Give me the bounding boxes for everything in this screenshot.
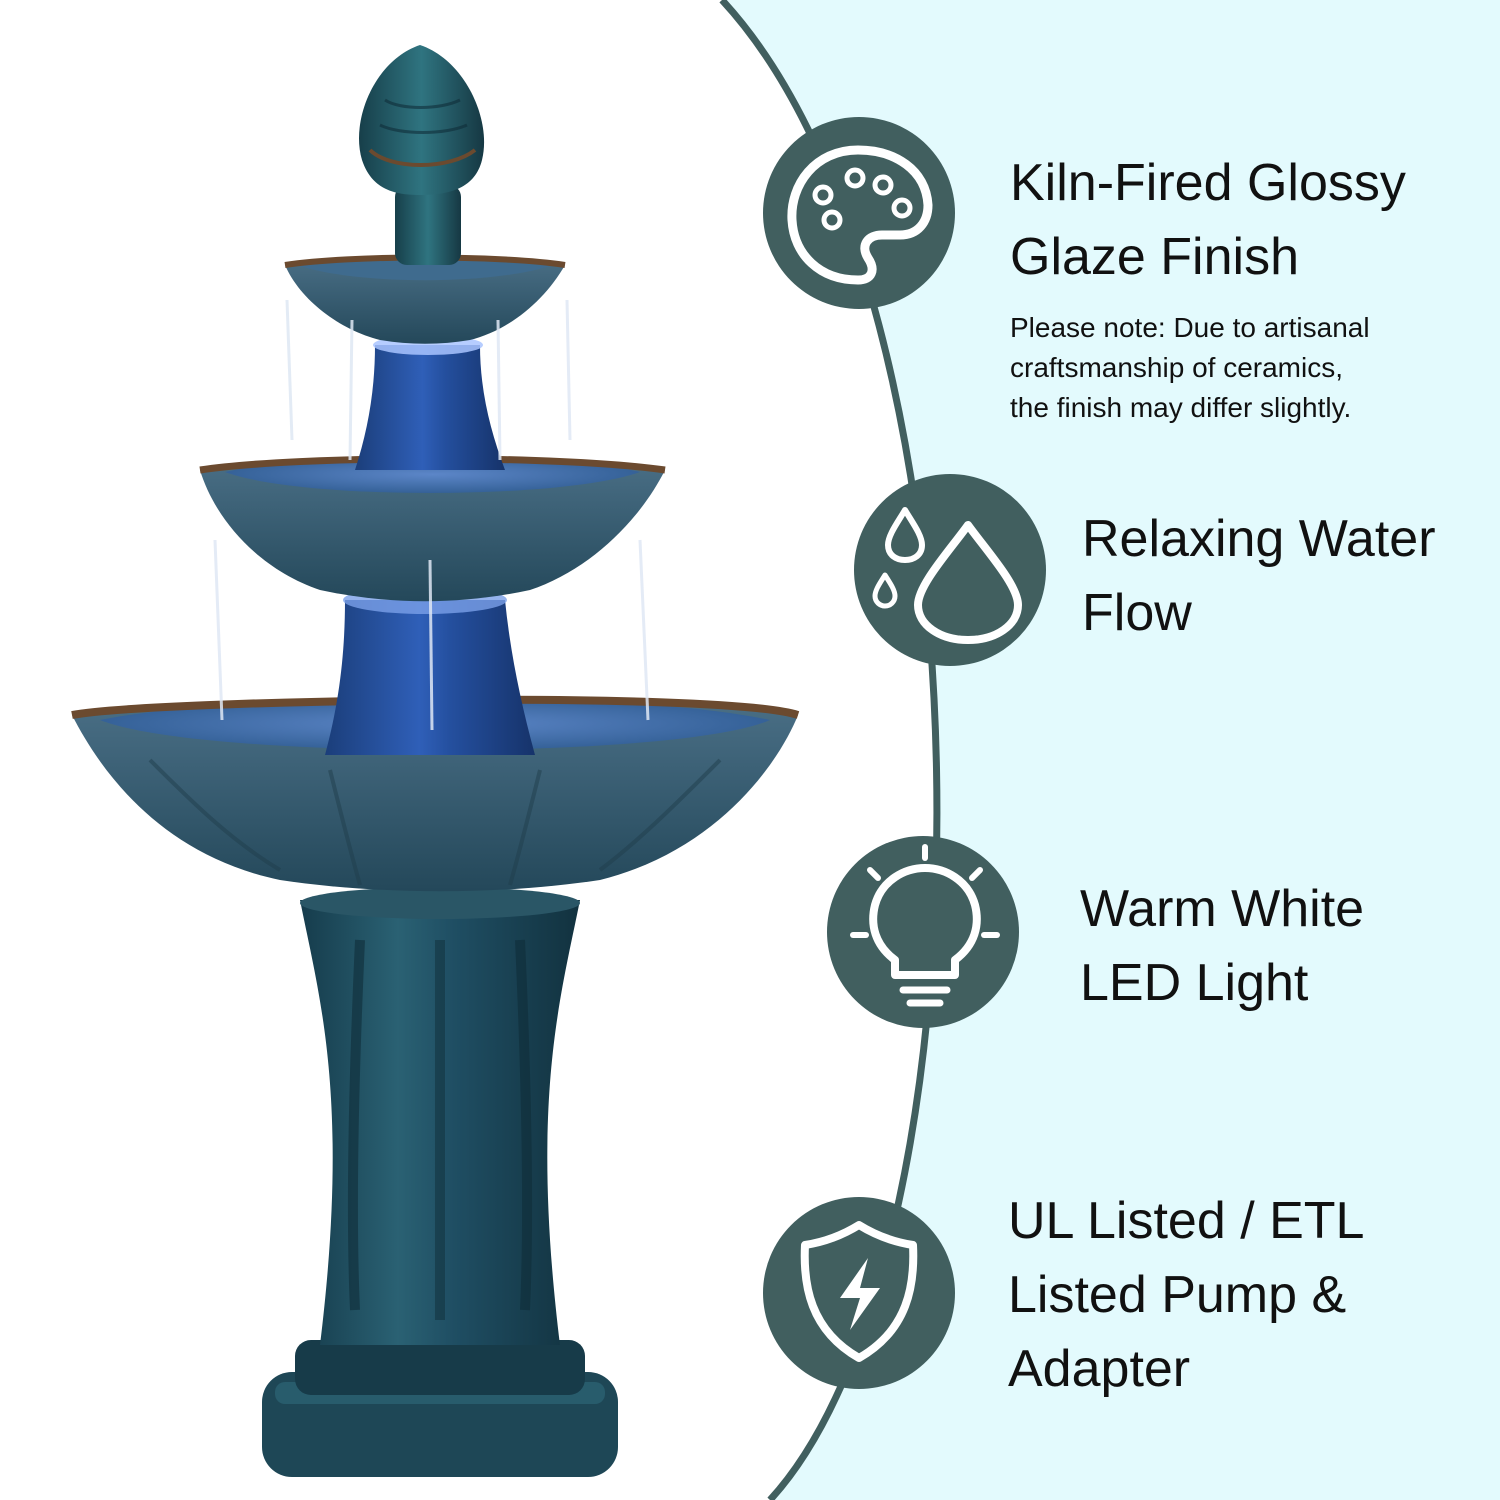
feature-title-line: LED Light: [1080, 954, 1309, 1012]
feature-title-line: Kiln-Fired Glossy: [1010, 154, 1406, 212]
feature-water-title: Relaxing Water Flow: [1082, 502, 1436, 650]
palette-icon: [763, 117, 955, 309]
feature-note-line: the finish may differ slightly.: [1010, 392, 1352, 423]
feature-title-line: UL Listed / ETL: [1008, 1192, 1365, 1250]
feature-safety-title: UL Listed / ETL Listed Pump & Adapter: [1008, 1184, 1364, 1406]
feature-note-line: craftsmanship of ceramics,: [1010, 352, 1343, 383]
water-drops-icon: [854, 474, 1046, 666]
feature-note-line: Please note: Due to artisanal: [1010, 312, 1370, 343]
feature-title-line: Glaze Finish: [1010, 228, 1299, 286]
feature-title-line: Flow: [1082, 584, 1192, 642]
feature-title-line: Listed Pump &: [1008, 1266, 1347, 1324]
feature-led-title: Warm White LED Light: [1080, 872, 1364, 1020]
feature-glaze-note: Please note: Due to artisanal craftsmans…: [1010, 308, 1370, 428]
light-bulb-icon: [827, 836, 1019, 1028]
shield-lightning-icon: [763, 1197, 955, 1389]
feature-title-line: Warm White: [1080, 880, 1365, 938]
fountain-image: [71, 45, 800, 1477]
feature-glaze-title: Kiln-Fired Glossy Glaze Finish: [1010, 146, 1406, 294]
feature-title-line: Relaxing Water: [1082, 510, 1436, 568]
feature-title-line: Adapter: [1008, 1340, 1191, 1398]
